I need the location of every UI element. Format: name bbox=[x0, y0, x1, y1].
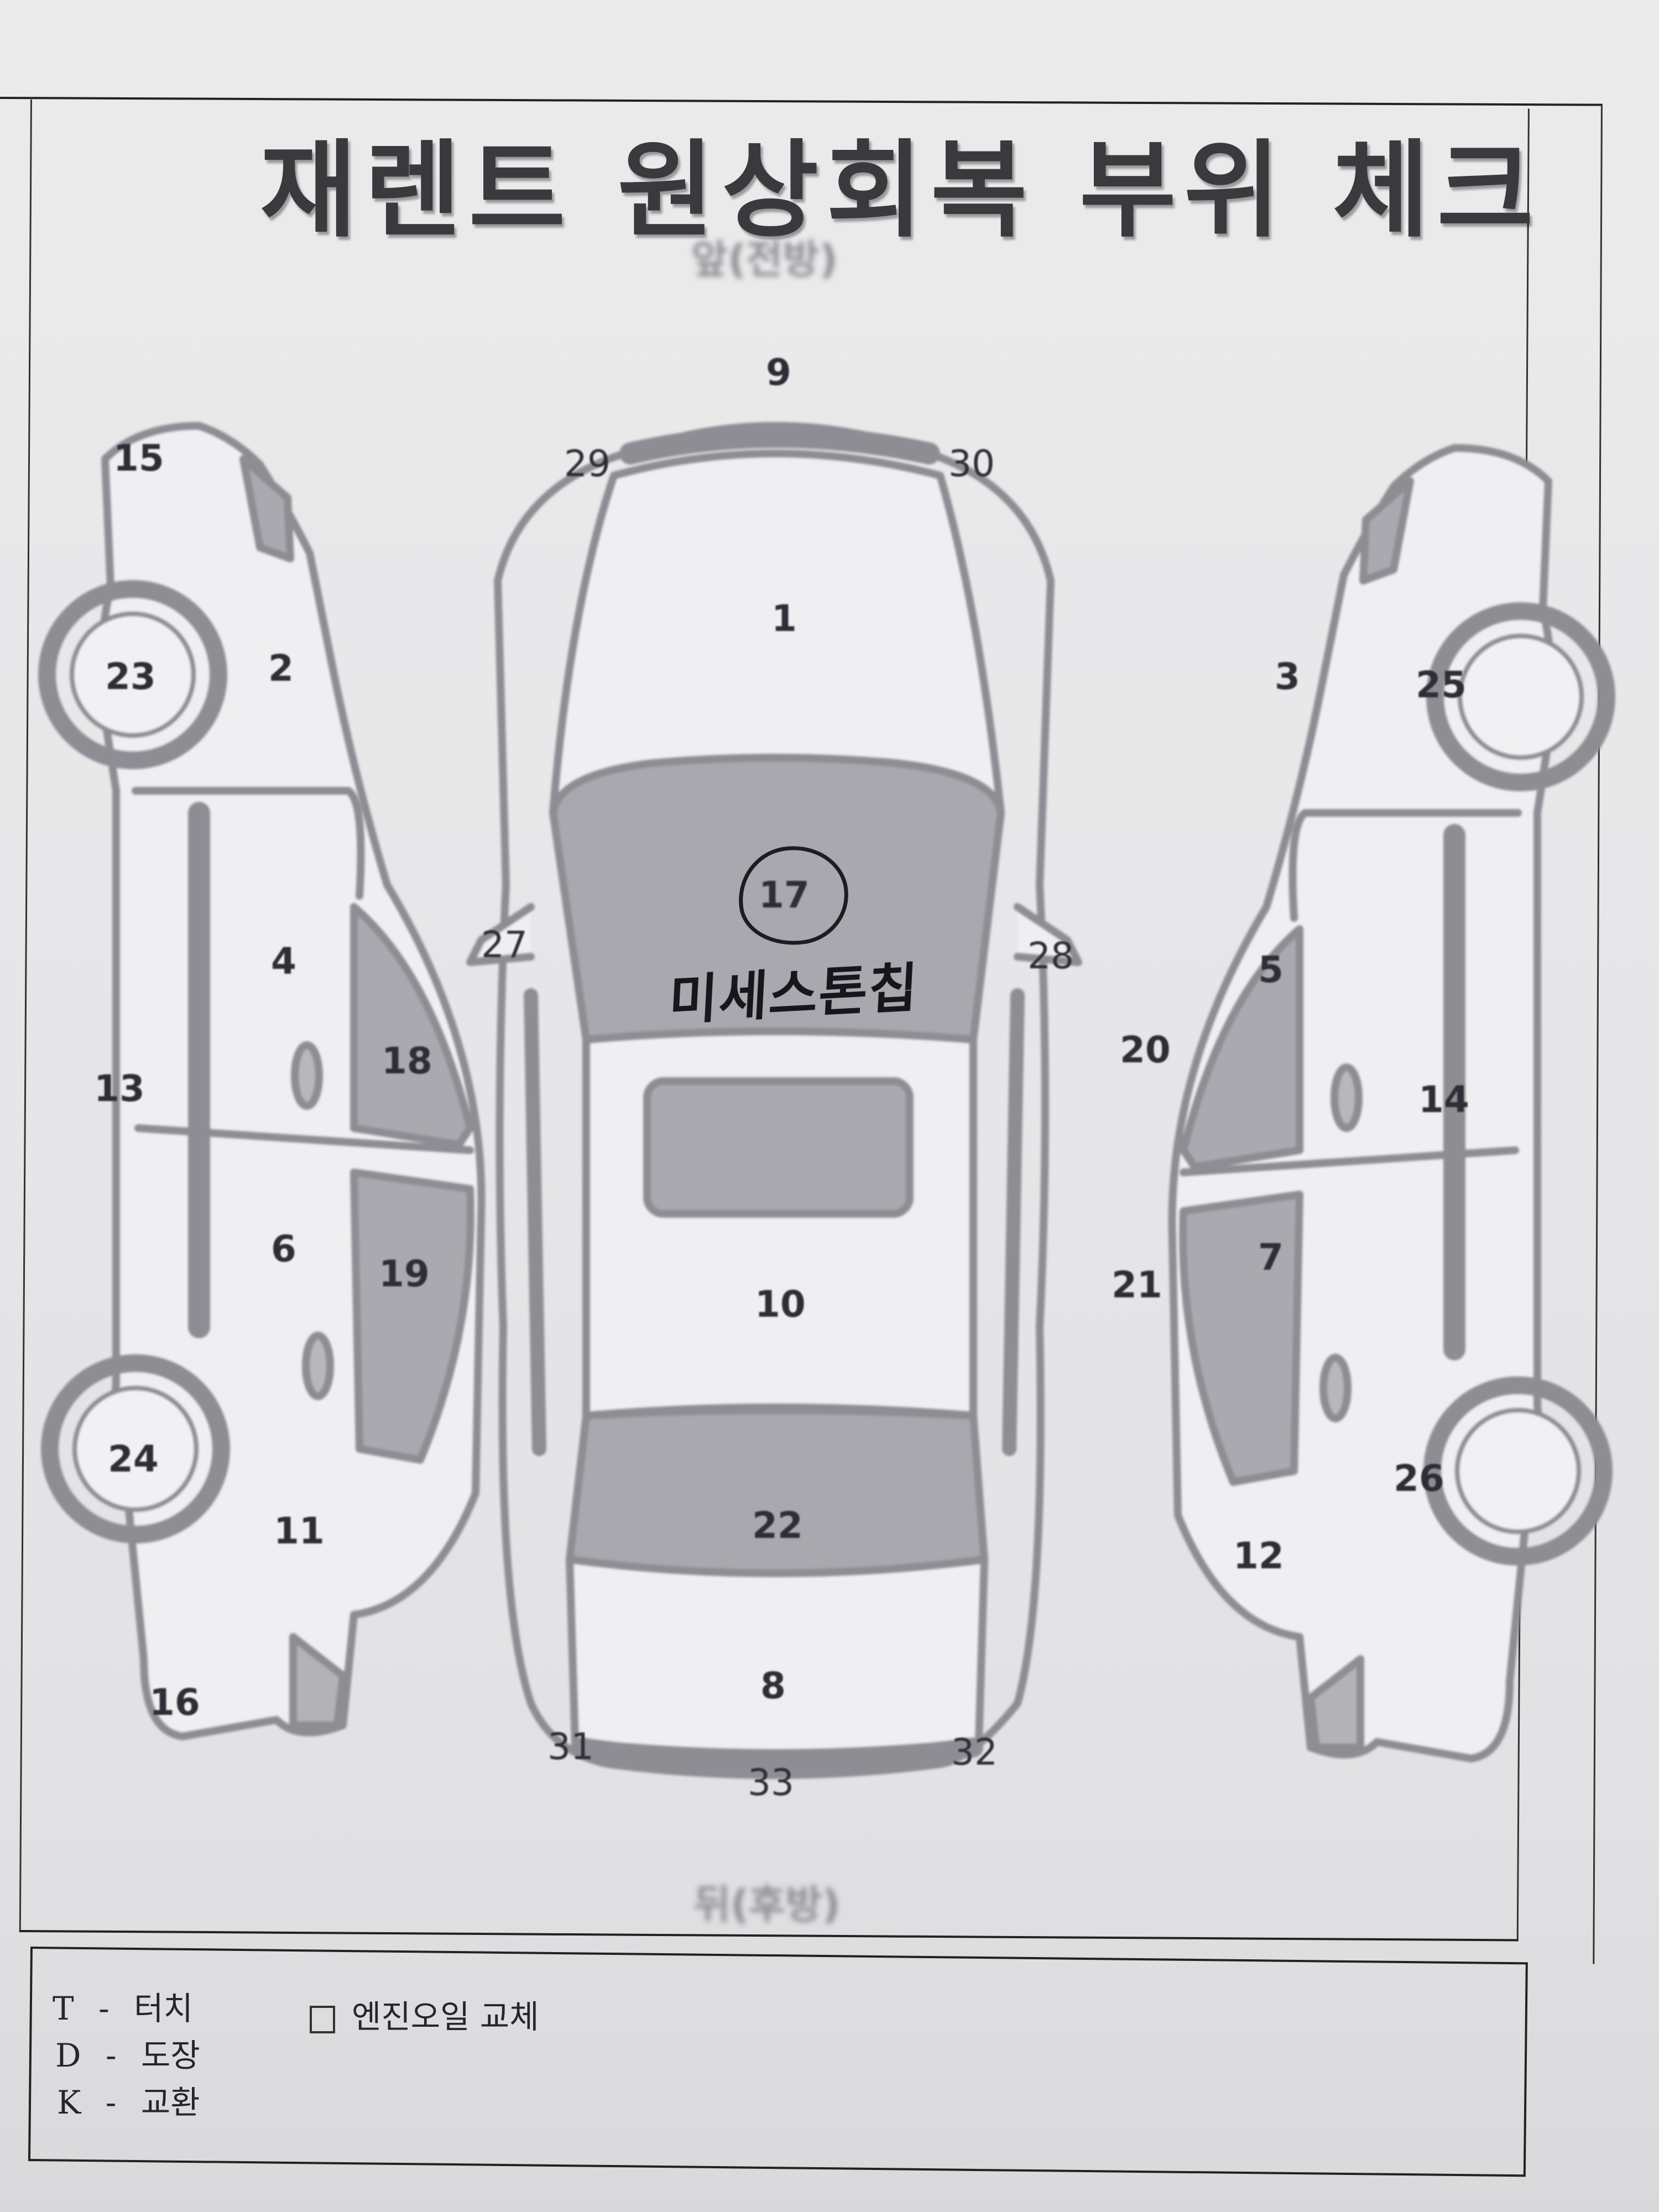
legend-code: K bbox=[57, 2084, 81, 2121]
part-label-17[interactable]: 17 bbox=[759, 874, 810, 916]
part-label-25[interactable]: 25 bbox=[1416, 664, 1467, 706]
part-label-31[interactable]: 31 bbox=[547, 1725, 594, 1768]
part-label-7[interactable]: 7 bbox=[1258, 1236, 1284, 1279]
front-direction-label: 앞(전방) bbox=[691, 236, 838, 283]
part-label-22[interactable]: 22 bbox=[752, 1504, 803, 1547]
center-car-outline bbox=[466, 422, 1082, 1779]
legend-separator: - bbox=[105, 2084, 117, 2121]
part-label-33[interactable]: 33 bbox=[748, 1761, 794, 1804]
legend-code-replace: K - 교환 bbox=[57, 2077, 200, 2123]
part-label-26[interactable]: 26 bbox=[1394, 1457, 1444, 1500]
part-label-3[interactable]: 3 bbox=[1275, 655, 1300, 698]
part-label-30[interactable]: 30 bbox=[948, 442, 995, 485]
legend-code-paint: D - 도장 bbox=[55, 2030, 200, 2076]
engine-oil-checkbox[interactable] bbox=[310, 2005, 335, 2033]
part-label-28[interactable]: 28 bbox=[1027, 935, 1074, 977]
part-label-16[interactable]: 16 bbox=[149, 1681, 200, 1724]
legend-meaning: 교환 bbox=[140, 2084, 200, 2121]
part-label-11[interactable]: 11 bbox=[274, 1510, 325, 1552]
part-label-19[interactable]: 19 bbox=[379, 1253, 430, 1295]
legend-box bbox=[28, 1947, 1528, 2177]
left-side-car-outline bbox=[38, 422, 486, 1740]
legend-meaning: 도장 bbox=[141, 2037, 200, 2074]
part-label-6[interactable]: 6 bbox=[271, 1228, 296, 1270]
legend-separator: - bbox=[105, 2037, 117, 2074]
part-label-23[interactable]: 23 bbox=[105, 655, 156, 698]
engine-oil-label: 엔진오일 교체 bbox=[352, 1998, 539, 2036]
part-label-15[interactable]: 15 bbox=[113, 437, 164, 479]
engine-oil-checkbox-row[interactable]: 엔진오일 교체 bbox=[310, 1991, 539, 2037]
legend-code-touch: T - 터치 bbox=[53, 1983, 193, 2029]
part-label-20[interactable]: 20 bbox=[1120, 1029, 1171, 1071]
legend-meaning: 터치 bbox=[134, 1990, 193, 2027]
rear-direction-label: 뒤(후방) bbox=[694, 1881, 841, 1928]
part-label-2[interactable]: 2 bbox=[268, 647, 294, 690]
part-label-27[interactable]: 27 bbox=[481, 924, 528, 966]
legend-separator: - bbox=[98, 1990, 109, 2027]
part-label-21[interactable]: 21 bbox=[1112, 1264, 1162, 1306]
part-label-18[interactable]: 18 bbox=[382, 1040, 432, 1082]
part-label-24[interactable]: 24 bbox=[108, 1438, 159, 1480]
part-label-5[interactable]: 5 bbox=[1258, 948, 1284, 991]
legend-code: T bbox=[53, 1990, 74, 2027]
legend-code: D bbox=[55, 2037, 81, 2074]
part-label-32[interactable]: 32 bbox=[951, 1731, 998, 1773]
part-label-12[interactable]: 12 bbox=[1233, 1535, 1284, 1577]
part-label-9[interactable]: 9 bbox=[766, 351, 791, 394]
page-title: 재렌트 원상회복 부위 체크 bbox=[260, 129, 1542, 252]
part-label-8[interactable]: 8 bbox=[760, 1665, 786, 1707]
right-side-car-outline bbox=[1168, 444, 1615, 1762]
part-label-1[interactable]: 1 bbox=[771, 597, 797, 640]
part-label-10[interactable]: 10 bbox=[755, 1283, 806, 1326]
part-label-4[interactable]: 4 bbox=[271, 940, 296, 983]
part-label-29[interactable]: 29 bbox=[564, 442, 611, 485]
handwritten-note: 미세스톤칩 bbox=[667, 956, 920, 1032]
part-label-13[interactable]: 13 bbox=[94, 1067, 145, 1110]
part-label-14[interactable]: 14 bbox=[1418, 1078, 1469, 1121]
